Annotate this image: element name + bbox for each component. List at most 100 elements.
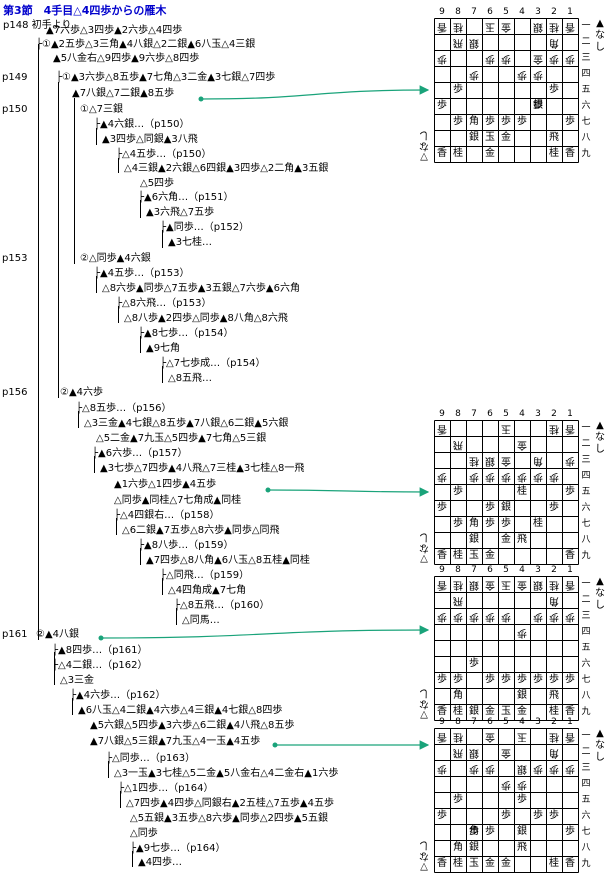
page-reference-label: p149: [2, 72, 28, 83]
board-piece: 金: [501, 21, 511, 32]
board-piece: 香: [565, 21, 575, 32]
board-piece: 角: [549, 747, 559, 758]
board-piece: 銀: [517, 826, 527, 837]
board-piece: 歩: [469, 471, 479, 482]
board-piece: 歩: [533, 674, 543, 685]
start-label: p148 初手より: [3, 20, 72, 31]
page-reference-label: p161: [2, 629, 28, 640]
column-label: 3: [535, 717, 541, 727]
column-label: 8: [455, 409, 461, 419]
board-piece: 玉: [501, 706, 511, 717]
column-label: 5: [503, 7, 509, 17]
row-label: 三: [581, 763, 591, 773]
board-piece: 香: [437, 550, 447, 561]
board-piece: 歩: [437, 763, 447, 774]
row-label: 六: [581, 811, 591, 821]
column-label: 7: [471, 565, 477, 575]
board-piece: 金: [485, 706, 495, 717]
row-label: 八: [581, 535, 591, 545]
variation-line: ├▲8八歩…（p159）: [138, 540, 234, 551]
board-piece: 角: [453, 842, 463, 853]
column-label: 4: [519, 409, 525, 419]
column-label: 2: [551, 409, 557, 419]
board-piece: 桂: [549, 148, 559, 159]
board-piece: 歩: [453, 84, 463, 95]
board-piece: 角: [469, 518, 479, 529]
board-piece: 歩: [565, 455, 575, 466]
board-piece: 歩: [485, 763, 495, 774]
board-piece: 香: [437, 148, 447, 159]
row-label: 三: [581, 53, 591, 63]
column-label: 4: [519, 7, 525, 17]
board-piece: 銀: [469, 37, 479, 48]
row-label: 三: [581, 611, 591, 621]
board-piece: 金: [517, 439, 527, 450]
board-piece: 銀: [533, 21, 543, 32]
board-piece: 歩: [437, 502, 447, 513]
board-piece: 香: [437, 579, 447, 590]
variation-line: △5二金▲7九玉△5四歩▲7七角△5三銀: [96, 433, 267, 444]
board-piece: 銀: [517, 763, 527, 774]
board-piece: 歩: [485, 471, 495, 482]
row-labels: 一二三四五六七八九: [580, 576, 592, 720]
board-piece: 飛: [453, 37, 463, 48]
sente-hand: ▲なし: [595, 728, 605, 763]
column-label: 1: [567, 717, 573, 727]
board-piece: 歩: [501, 518, 511, 529]
variation-line: △3一玉▲3七桂△5二金▲5八金右△4二金右▲1六歩: [114, 768, 339, 779]
board-piece: 歩: [565, 53, 575, 64]
board-piece: 歩: [501, 53, 511, 64]
board-piece: 歩: [437, 100, 447, 111]
sente-hand: ▲なし: [595, 18, 605, 53]
board-piece: 飛: [517, 534, 527, 545]
board-piece: 歩: [501, 810, 511, 821]
board-piece: 香: [437, 858, 447, 869]
board-piece: 香: [565, 706, 575, 717]
board-piece: 歩: [485, 518, 495, 529]
board-piece: 歩: [549, 674, 559, 685]
row-label: 九: [581, 149, 591, 159]
row-label: 四: [581, 627, 591, 637]
board-piece: 歩: [437, 810, 447, 821]
variation-line: ▲3七桂…: [168, 237, 213, 248]
variation-line: △4三銀▲2六銀△6四銀▲3四歩△2二角▲3五銀: [124, 163, 329, 174]
board-piece: 銀: [469, 706, 479, 717]
row-label: 五: [581, 643, 591, 653]
variation-line: ├△7七歩成…（p154）: [160, 358, 266, 369]
board-piece: 歩: [517, 471, 527, 482]
board-pointer-arrow: [100, 625, 430, 639]
board-piece: 歩: [549, 84, 559, 95]
board-piece: 歩: [565, 486, 575, 497]
sente-hand: ▲なし: [595, 420, 605, 455]
gote-hand: ▽なし: [419, 839, 429, 872]
board-piece: 角: [469, 116, 479, 127]
variation-line: ▲3六飛△7五歩: [146, 207, 215, 218]
board-piece: 金: [533, 53, 543, 64]
board-piece: 歩: [485, 502, 495, 513]
board-piece: 歩: [501, 779, 511, 790]
variation-line: ├△8六飛…（p153）: [116, 298, 212, 309]
row-label: 八: [581, 691, 591, 701]
board-piece: 香: [437, 731, 447, 742]
board-piece: 銀: [533, 100, 543, 111]
board-piece: 歩: [517, 779, 527, 790]
board-piece: 金: [485, 858, 495, 869]
board-piece: 歩: [453, 674, 463, 685]
board-piece: 銀: [469, 579, 479, 590]
row-label: 七: [581, 117, 591, 127]
board-piece: 玉: [501, 579, 511, 590]
board-piece: 角: [469, 826, 479, 837]
variation-line: ▲7八銀△5三銀▲7九玉△4一玉▲4五歩: [90, 736, 261, 747]
row-label: 一: [581, 423, 591, 433]
board-piece: 桂: [453, 148, 463, 159]
row-label: 七: [581, 827, 591, 837]
row-label: 一: [581, 21, 591, 31]
board-piece: 飛: [549, 132, 559, 143]
variation-line: △8六歩▲同歩△7五歩▲3五銀△7六歩▲6六角: [102, 283, 300, 294]
variation-line: ├△4五歩…（p150）: [116, 149, 212, 160]
gote-hand: ▽なし: [419, 687, 429, 720]
board-piece: 金: [501, 747, 511, 758]
